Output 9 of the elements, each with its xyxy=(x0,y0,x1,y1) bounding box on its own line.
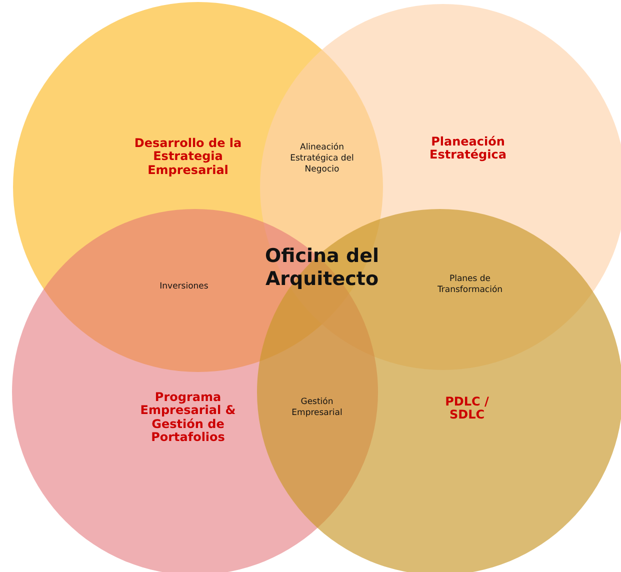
overlap-label: Gestión Empresarial xyxy=(290,396,344,420)
overlap-label: Inversiones xyxy=(158,281,210,293)
circle-label: Programa Empresarial & Gestión de Portafolios xyxy=(139,391,237,445)
circle-label: Planeación Estratégica xyxy=(428,136,508,162)
overlap-label: Alineación Estratégica del Negocio xyxy=(289,142,355,176)
overlap-label: Planes de Transformación xyxy=(436,274,504,296)
circle-label: Desarrollo de la Estrategia Empresarial xyxy=(133,136,243,178)
circle-label: PDLC / SDLC xyxy=(444,396,490,422)
center-title: Oficina del Arquitecto xyxy=(264,245,380,291)
